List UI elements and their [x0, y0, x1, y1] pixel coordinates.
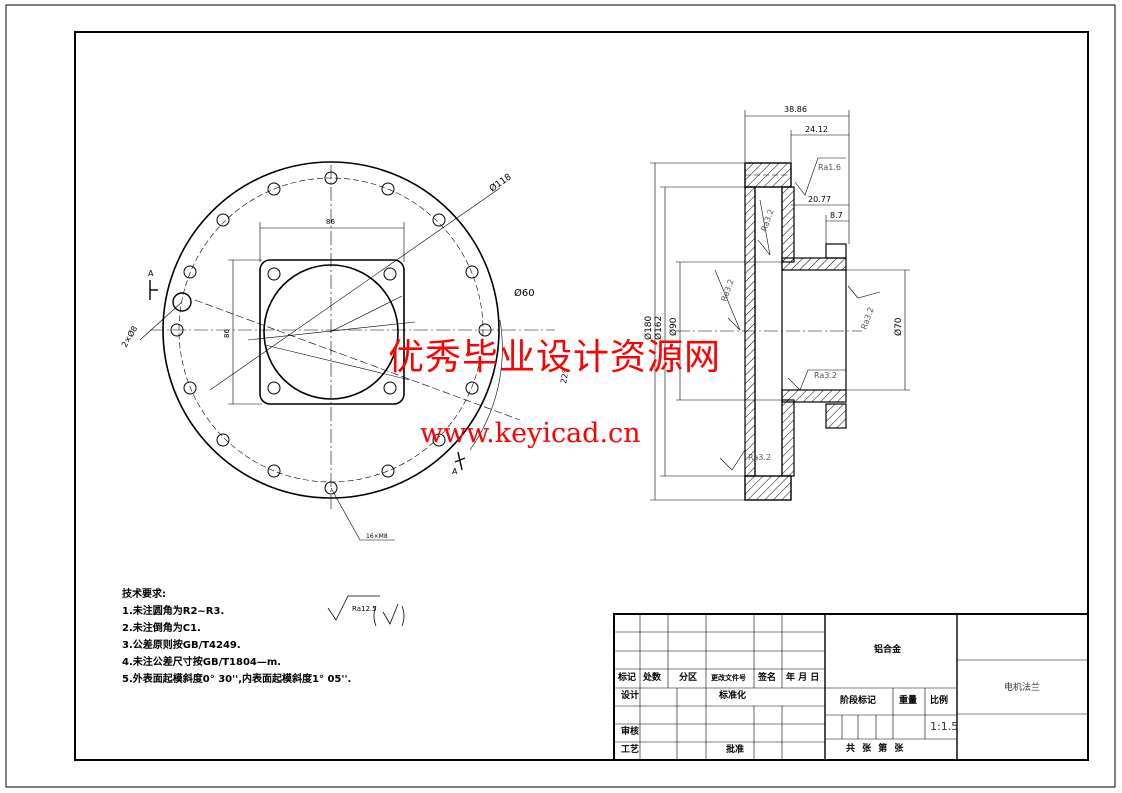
tb-col-qianming: 签名	[758, 673, 777, 683]
section-mark-b: A	[452, 467, 458, 476]
dim-24-12: 24.12	[805, 125, 828, 134]
outer-border	[5, 4, 1116, 788]
note-item-4: 4.未注公差尺寸按GB/T1804—m.	[122, 657, 282, 668]
note-item-5: 5.外表面起模斜度0° 30'',内表面起模斜度1° 05''.	[122, 674, 352, 685]
ra-label-6: Ra3.2	[748, 453, 771, 462]
ra-label-5: Ra3.2	[814, 371, 837, 380]
tb-sheets: 共 张 第 张	[846, 744, 906, 754]
inner-frame	[74, 31, 1089, 761]
dim-d70: Ø70	[893, 317, 904, 336]
tb-part-name: 电机法兰	[1004, 683, 1041, 693]
dim-thread: 16×M8	[366, 533, 388, 540]
section-view-labels: 38.86 24.12 20.77 8.7 Ø180 Ø162 Ø90 Ø70 …	[643, 105, 904, 462]
tb-row-biaozhunhua: 标准化	[719, 691, 747, 701]
ra-label-4: Ra3.2	[859, 306, 875, 331]
note-item-3: 3.公差原则按GB/T4249.	[122, 640, 241, 651]
dim-angle: 22°	[559, 369, 570, 385]
section-view	[650, 110, 910, 501]
dim-left-height: 86	[223, 329, 231, 338]
technical-notes-title: 技术要求:	[122, 589, 166, 600]
central-bore	[263, 264, 399, 400]
dim-d162: Ø162	[653, 316, 664, 340]
dim-d180: Ø180	[643, 315, 654, 340]
surface-finish-symbol	[327, 595, 405, 627]
dim-8-7: 8.7	[830, 211, 843, 220]
tb-stage-mark: 阶段标记	[840, 696, 877, 706]
tb-scale-label: 比例	[930, 696, 949, 706]
bolt-holes	[170, 171, 492, 495]
tb-row-shenhe: 审核	[621, 727, 640, 737]
watermark-title: 优秀毕业设计资源网	[388, 337, 722, 378]
dim-d118: Ø118	[487, 171, 513, 194]
tb-col-fenqu: 分区	[679, 673, 698, 683]
section-mark-a: A	[148, 269, 154, 278]
title-block	[613, 613, 1089, 761]
surface-finish-label: Ra12.5	[352, 605, 377, 613]
tb-row-pizhun: 批准	[726, 745, 745, 755]
tb-col-date: 年 月 日	[786, 673, 820, 683]
tb-col-chushu: 处数	[643, 673, 662, 683]
note-item-1: 1.未注圆角为R2~R3.	[122, 606, 225, 617]
ra-label-3: Ra3.2	[719, 278, 735, 303]
square-boss	[259, 259, 405, 405]
ra-label-1: Ra1.6	[818, 163, 841, 172]
watermark-url[interactable]: www.keyicad.cn	[420, 418, 641, 449]
tb-col-gengai: 更改文件号	[711, 674, 746, 682]
dim-d60: Ø60	[514, 287, 535, 299]
front-view	[139, 161, 555, 541]
tb-weight: 重量	[899, 696, 918, 706]
flange-outline	[162, 161, 500, 499]
tb-row-sheji: 设计	[621, 691, 640, 701]
tb-col-biaoji: 标记	[618, 673, 637, 683]
dim-top-width: 86	[326, 218, 335, 226]
tb-material: 铝合金	[874, 645, 902, 655]
tb-row-gongyi: 工艺	[621, 745, 640, 755]
note-item-2: 2.未注倒角为C1.	[122, 623, 201, 634]
dim-20-77: 20.77	[808, 195, 831, 204]
dim-holes: 2×Ø8	[119, 324, 139, 349]
tb-scale-value: 1:1.5	[930, 720, 959, 733]
dim-d90: Ø90	[668, 317, 679, 336]
dim-38-86: 38.86	[784, 105, 807, 114]
